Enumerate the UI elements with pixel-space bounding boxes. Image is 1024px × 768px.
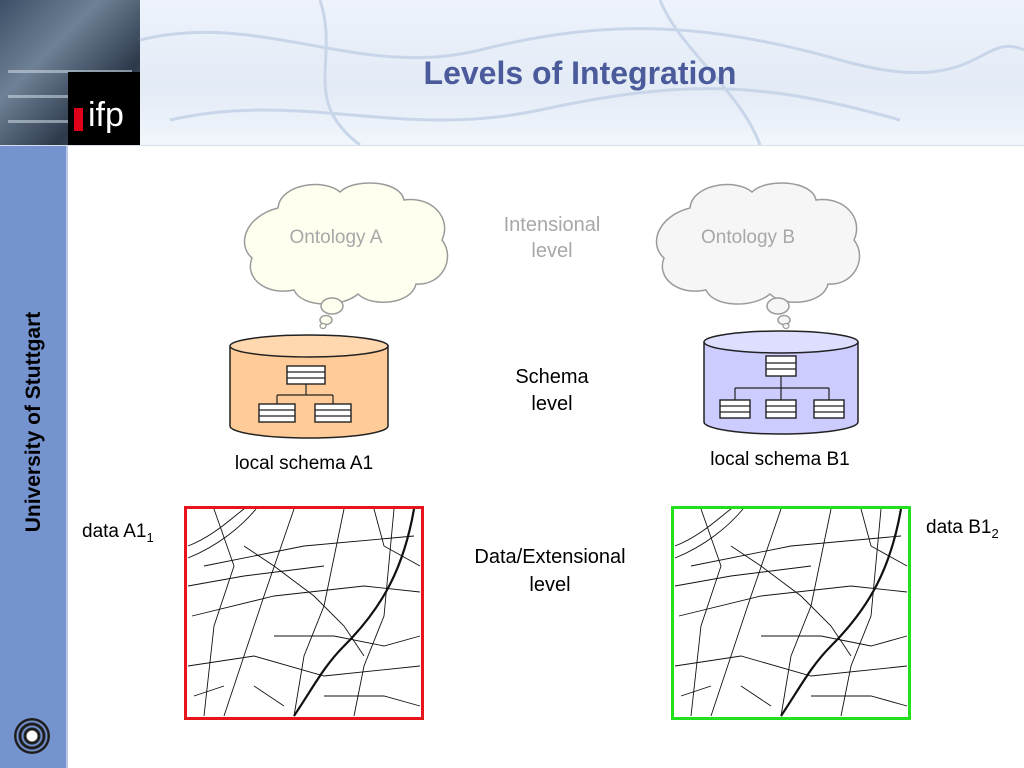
- schema-b-database-icon: [703, 330, 859, 435]
- ifp-logo: ifp: [68, 72, 140, 146]
- university-name: University of Stuttgart: [22, 311, 45, 533]
- ontology-a-cloud-icon: [243, 182, 449, 330]
- ontology-b-label: Ontology B: [701, 227, 795, 248]
- schema-a-database-icon: [229, 334, 389, 439]
- aerial-map-background: [139, 0, 1024, 146]
- schema-a-label: local schema A1: [234, 453, 374, 474]
- ontology-b-cloud-icon: [655, 182, 861, 330]
- data-a-label: data A11: [82, 521, 154, 545]
- data-b-label: data B12: [926, 517, 999, 541]
- data-a-street-map: [184, 506, 424, 720]
- ontology-a-label: Ontology A: [289, 227, 383, 248]
- header-banner: ifp Levels of Integration: [0, 0, 1024, 146]
- university-seal-icon: [14, 718, 50, 754]
- data-b-street-map: [671, 506, 911, 720]
- header-divider: [0, 145, 1024, 146]
- schema-b-label: local schema B1: [710, 449, 850, 470]
- sidebar: University of Stuttgart: [0, 146, 68, 768]
- page-title: Levels of Integration: [423, 55, 737, 91]
